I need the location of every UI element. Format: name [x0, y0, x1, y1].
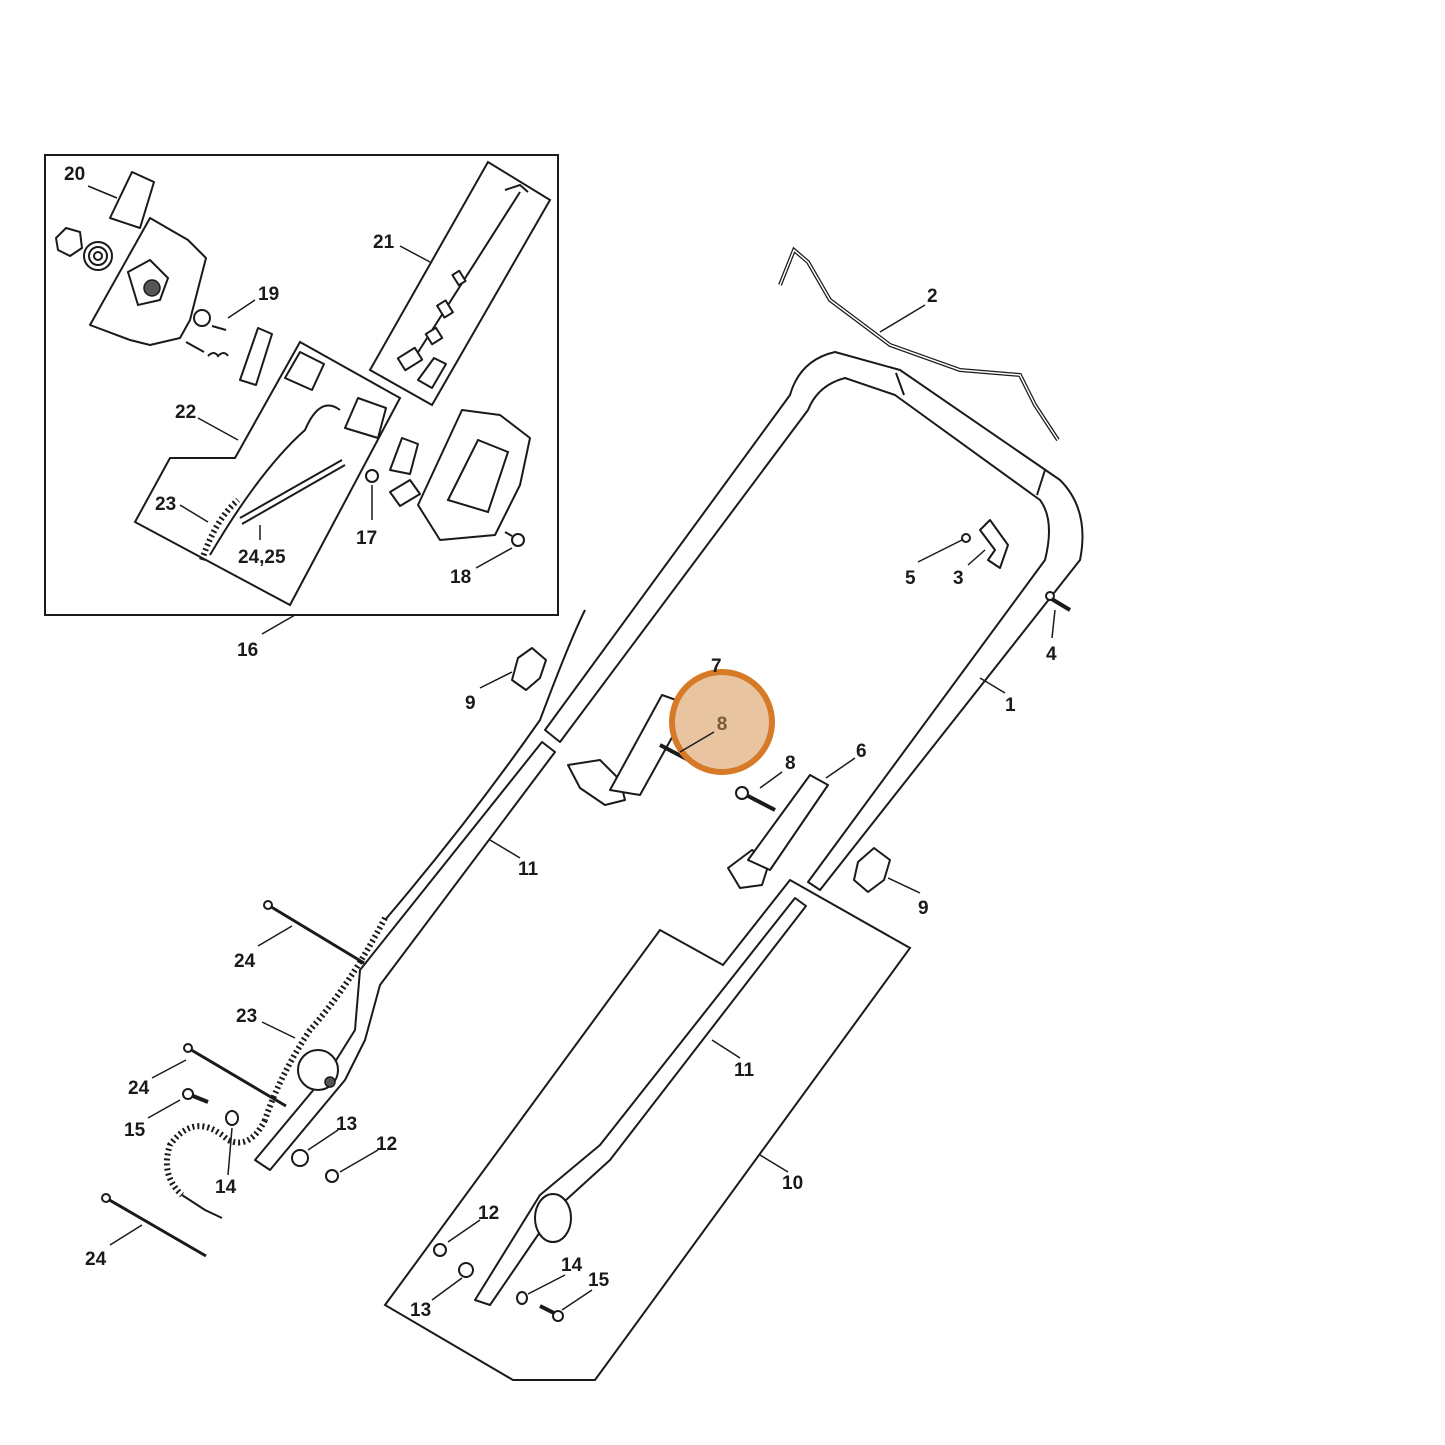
part-11-hub-bolt — [324, 1076, 336, 1088]
part-cable-ends[interactable] — [181, 1194, 223, 1219]
callout-23-main: 23 — [236, 1006, 257, 1027]
part-11-lower-tube-left[interactable] — [254, 741, 556, 1171]
inset-frame — [44, 154, 559, 616]
part-10-frame — [383, 878, 912, 1381]
callout-17: 17 — [356, 528, 377, 549]
part-5-rivet[interactable] — [961, 533, 971, 543]
part-19-screw[interactable] — [193, 309, 227, 331]
callout-3: 3 — [953, 568, 964, 589]
part-12-nut-left[interactable] — [325, 1169, 339, 1183]
part-housing-boss — [143, 279, 161, 297]
part-9-knob-right[interactable] — [853, 847, 891, 893]
part-21-frame — [368, 160, 552, 407]
callout-18: 18 — [450, 567, 471, 588]
part-13-spacer-right[interactable] — [458, 1262, 474, 1278]
part-2-brake-bar-inner — [779, 248, 1059, 441]
part-bracket[interactable] — [239, 327, 273, 386]
part-8-bolt-lower[interactable] — [735, 786, 776, 812]
part-knob[interactable] — [55, 227, 83, 257]
part-24-strap-lower[interactable] — [101, 1193, 207, 1258]
callout-5: 5 — [905, 568, 916, 589]
callout-12-right: 12 — [478, 1203, 499, 1224]
part-23-hose-main[interactable] — [262, 916, 388, 1121]
part-4-bolt[interactable] — [1045, 591, 1072, 612]
part-14-washer-right[interactable] — [516, 1291, 528, 1305]
callout-9-left: 9 — [465, 693, 476, 714]
callout-11-right: 11 — [734, 1060, 755, 1081]
part-17-nut[interactable] — [389, 479, 421, 507]
highlight-label: 8 — [717, 714, 728, 735]
part-24-25-tie-inset[interactable] — [241, 464, 346, 525]
callout-23-inset: 23 — [155, 494, 176, 515]
part-9-knob-left[interactable] — [511, 647, 547, 691]
part-22-switch[interactable] — [344, 397, 387, 439]
part-17-screw[interactable] — [365, 469, 379, 483]
callout-14-right: 14 — [561, 1255, 583, 1276]
callout-2: 2 — [927, 286, 938, 307]
part-20-grip[interactable] — [109, 171, 155, 229]
callout-15-right: 15 — [588, 1270, 610, 1291]
callout-9-right: 9 — [918, 898, 929, 919]
callout-6: 6 — [856, 741, 867, 762]
part-3-clip[interactable] — [979, 519, 1009, 569]
callout-24-25-inset: 24,25 — [238, 547, 286, 568]
callout-14-left: 14 — [215, 1177, 237, 1198]
part-22-clip[interactable] — [284, 351, 325, 391]
part-21-hook — [504, 183, 529, 193]
highlight-leader — [679, 731, 715, 753]
callout-13-left: 13 — [336, 1114, 357, 1135]
part-24-25-tie-edge — [239, 459, 343, 519]
callout-7: 7 — [711, 656, 722, 677]
part-15-bolt-left[interactable] — [182, 1088, 209, 1104]
callout-4: 4 — [1046, 644, 1057, 665]
part-6-lever-arm[interactable] — [747, 774, 829, 871]
leader-lines — [87, 185, 1056, 1311]
callout-10: 10 — [782, 1173, 803, 1194]
part-spring-small[interactable] — [207, 352, 229, 358]
part-22-wire[interactable] — [209, 404, 341, 556]
part-24-strap-upper[interactable] — [263, 900, 365, 965]
part-11-hub-right — [534, 1193, 572, 1243]
callout-13-right: 13 — [410, 1300, 431, 1321]
callout-22: 22 — [175, 402, 196, 423]
callout-21: 21 — [373, 232, 395, 253]
part-14-washer-left[interactable] — [225, 1110, 239, 1126]
part-housing-detail — [126, 258, 170, 307]
part-lower-housing-detail — [446, 438, 510, 514]
callout-19: 19 — [258, 284, 279, 305]
part-17-latch[interactable] — [389, 437, 419, 475]
callout-15-left: 15 — [124, 1120, 146, 1141]
part-18-screw[interactable] — [504, 531, 525, 547]
callout-12-left: 12 — [376, 1134, 397, 1155]
callout-20: 20 — [64, 164, 85, 185]
part-12-nut-right[interactable] — [433, 1243, 447, 1257]
part-7-lever[interactable] — [567, 759, 626, 806]
part-1-upper-handle[interactable] — [544, 351, 1084, 891]
highlight-marker[interactable] — [669, 669, 775, 775]
callout-24-lower: 24 — [85, 1249, 107, 1270]
callout-labels: 20 21 19 22 23 24,25 17 18 16 2 5 3 4 1 … — [64, 164, 1057, 1321]
callout-11-left: 11 — [518, 859, 539, 880]
callout-16: 16 — [237, 640, 258, 661]
part-11-lower-tube-right[interactable] — [474, 897, 807, 1306]
part-pin[interactable] — [185, 341, 205, 353]
callout-8-lower: 8 — [785, 753, 796, 774]
part-spring[interactable] — [83, 241, 113, 271]
callout-1: 1 — [1005, 695, 1016, 716]
callout-24-upper: 24 — [234, 951, 256, 972]
part-1-grip-seam-b — [1036, 469, 1046, 496]
part-23-hose-inset[interactable] — [199, 497, 241, 561]
part-21-connectors[interactable] — [396, 269, 467, 389]
part-23-hose-cable[interactable] — [384, 609, 586, 921]
part-22-frame — [133, 340, 402, 607]
part-24-strap-middle[interactable] — [183, 1043, 287, 1108]
part-1-grip-seam-a — [895, 372, 905, 396]
callout-24-middle: 24 — [128, 1078, 150, 1099]
part-switch-housing-lower[interactable] — [417, 409, 531, 541]
part-15-bolt-right[interactable] — [539, 1304, 564, 1322]
part-13-spacer-left[interactable] — [291, 1149, 309, 1167]
